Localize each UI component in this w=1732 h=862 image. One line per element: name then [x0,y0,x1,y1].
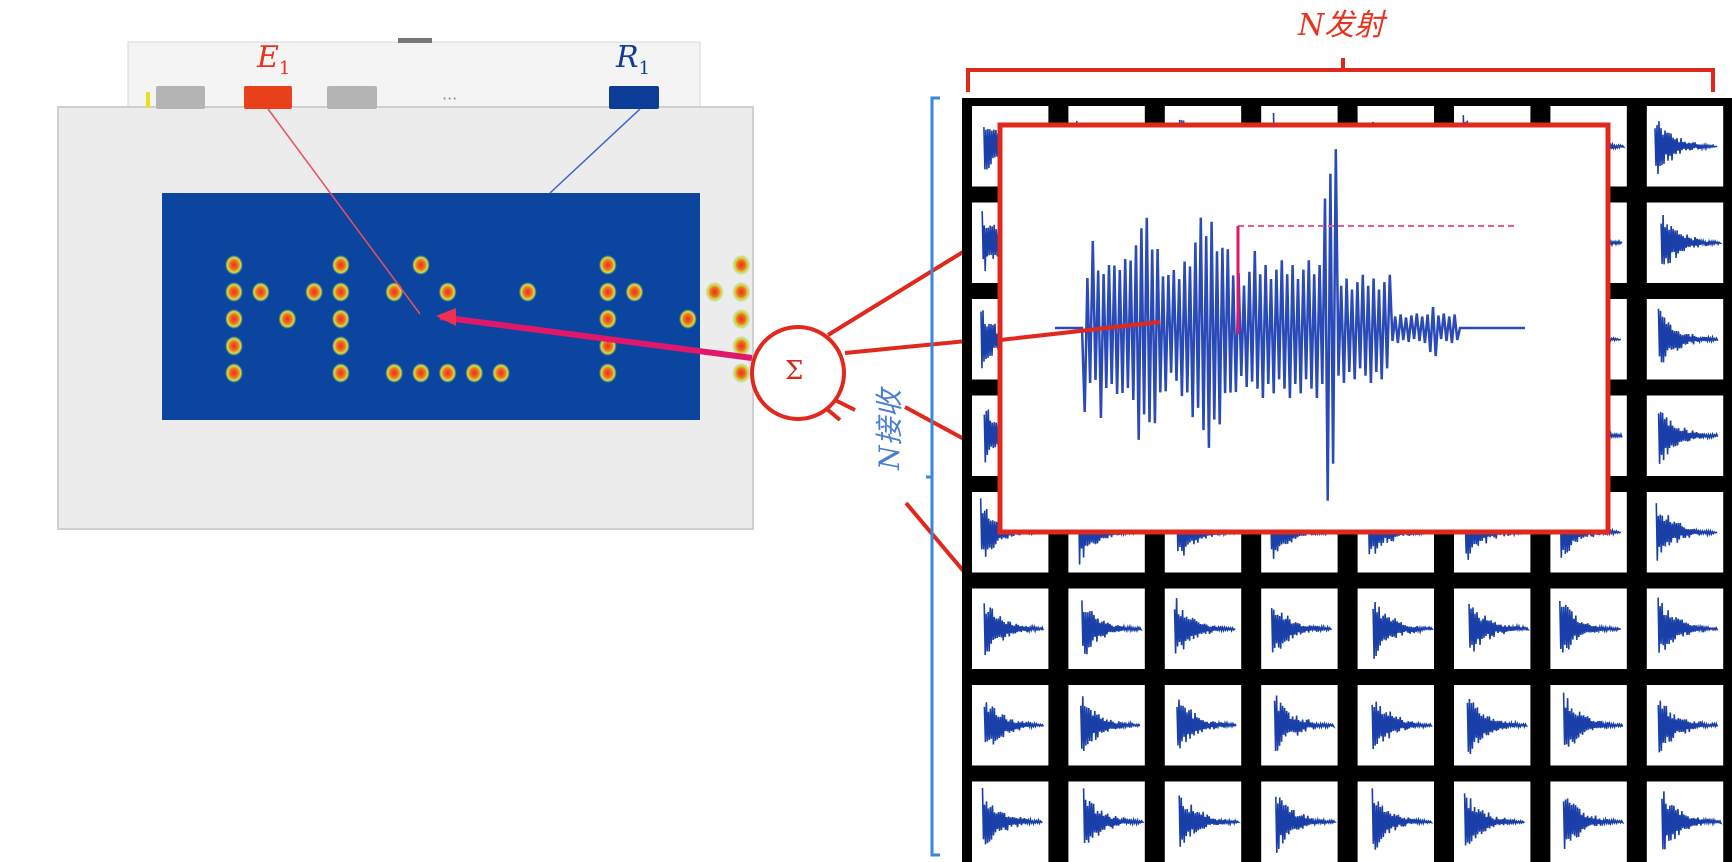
defect-dot [598,363,617,383]
defect-dot [331,282,350,302]
receiver-element [609,86,659,109]
matrix-waveform [1466,698,1529,755]
matrix-waveform [1661,791,1723,850]
emitter-label: E1 [257,40,291,79]
n-transmit-label: N发射 [1298,8,1385,43]
defect-dot [278,309,297,329]
defect-dot [251,282,270,302]
enlarged-waveform [1055,149,1525,501]
matrix-waveform [1657,411,1719,464]
defect-dot [225,255,243,275]
defect-dot [225,336,243,356]
focus-to-sum-line [439,314,753,361]
defect-dot [411,363,430,383]
matrix-waveform [983,603,1044,656]
device-top-housing [127,41,701,109]
n-receive-label: N接收 [873,389,906,470]
defect-dot [732,309,751,329]
matrix-waveform [1270,608,1333,653]
element-slot-1 [156,86,205,109]
matrix-waveform [1178,795,1241,847]
element-ellipsis: ··· [442,89,457,108]
defect-dot [465,363,484,383]
focus-arrowhead [436,308,456,326]
fan-line-overlay [999,320,1161,342]
receiver-ray [549,108,641,194]
defect-dot [732,363,751,383]
matrix-waveform [1660,214,1723,265]
defect-dot [385,363,404,383]
matrix-waveform [1173,598,1236,654]
defect-dot [331,255,350,275]
matrix-waveform [1559,600,1622,653]
defect-dot [598,255,617,275]
emitter-element [244,86,292,109]
matrix-waveform [1463,793,1525,846]
matrix-waveform [1176,699,1237,749]
defect-dot [705,282,724,302]
defect-dot [598,309,617,329]
receiver-label: R1 [616,40,651,79]
defect-dot [678,309,697,329]
defect-dot [411,255,430,275]
matrix-waveform [1371,788,1434,850]
matrix-waveform [1372,601,1434,659]
defect-dot [732,336,751,356]
fan-line-3 [834,398,856,412]
defect-dot [625,282,644,302]
matrix-waveform [1080,696,1141,752]
matrix-waveform [1562,692,1624,747]
sigma-symbol: Σ [785,356,804,386]
matrix-waveform [983,702,1045,745]
waveform-inset [997,122,1611,535]
sum-node [750,325,846,421]
defect-dot [385,282,404,302]
device-connector [398,38,432,43]
matrix-waveform [1657,597,1718,653]
defect-dot [518,282,537,302]
defect-dot [225,309,243,329]
matrix-waveform [1371,701,1433,750]
element-slot-3 [327,86,377,109]
matrix-waveform [1657,308,1719,363]
defect-dot [225,363,243,383]
defect-dot [492,363,510,383]
defect-dot [438,282,457,302]
matrix-waveform [1275,796,1337,853]
transmit-bracket [966,58,1715,92]
matrix-waveform [1654,121,1718,175]
matrix-waveform [1468,603,1530,652]
tfm-image [162,193,700,420]
matrix-waveform [981,787,1043,845]
defect-dot [305,282,324,302]
defect-dot [331,309,350,329]
matrix-waveform [1657,700,1719,753]
defect-dot [732,255,751,275]
emitter-ray [267,108,421,315]
fan-line-5 [826,408,842,422]
defect-dot [225,282,243,302]
matrix-waveform [1081,600,1143,655]
receive-bracket [926,96,940,857]
defect-dot [331,363,350,383]
defect-dot [438,363,457,383]
defect-dot [598,282,617,302]
matrix-waveform [1655,503,1718,561]
defect-dot [331,336,350,356]
indicator-led [146,92,150,108]
matrix-waveform [1562,798,1625,850]
defect-dot [732,282,751,302]
matrix-waveform [1082,788,1145,844]
matrix-waveform [1273,695,1336,752]
